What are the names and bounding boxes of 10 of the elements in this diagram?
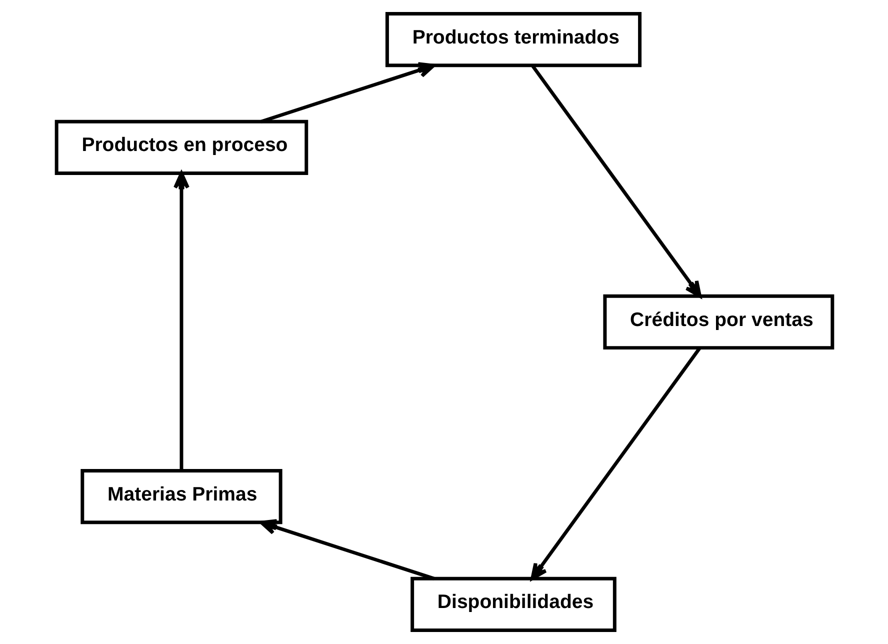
node-box: Disponibilidades	[410, 576, 616, 632]
node-box: Créditos por ventas	[602, 294, 834, 350]
node-box: Productos en proceso	[54, 120, 308, 176]
arrow	[530, 347, 701, 580]
node-box: Productos terminados	[384, 12, 642, 68]
arrow	[259, 519, 434, 580]
arrow	[530, 64, 702, 298]
arrow	[172, 172, 189, 470]
arrow	[260, 62, 435, 124]
node-box: Materias Primas	[80, 468, 282, 524]
